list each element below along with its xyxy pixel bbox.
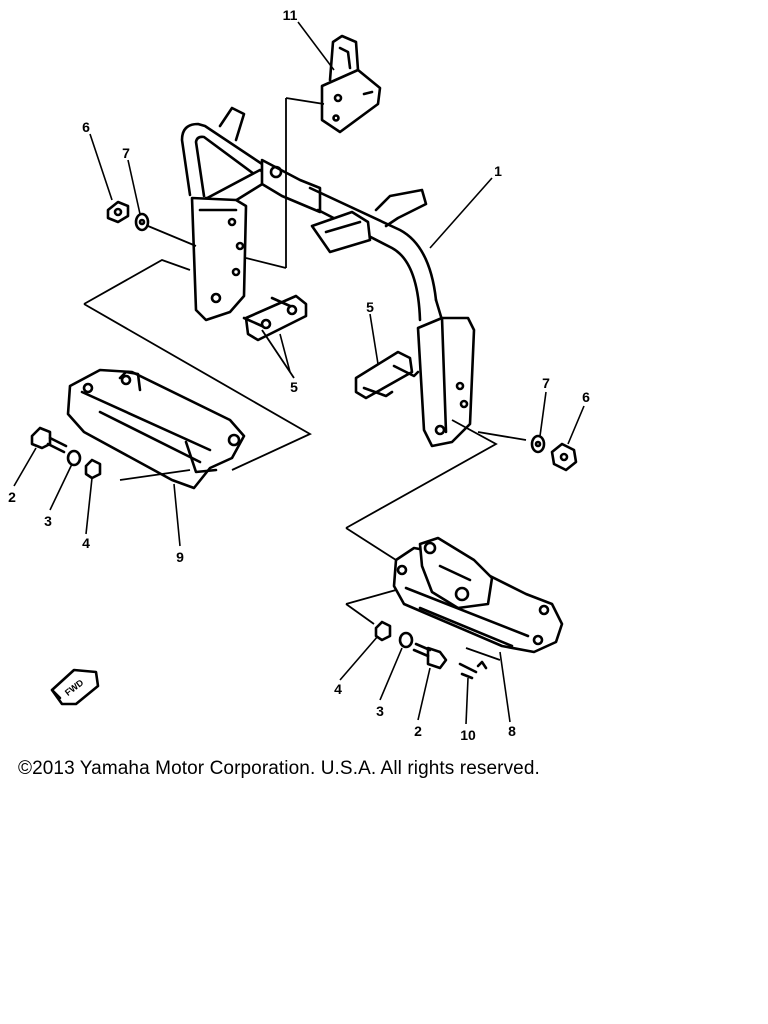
- bolt-2-left: [30, 426, 68, 454]
- callout-11: 11: [283, 7, 298, 23]
- leader-2-right: [417, 667, 431, 721]
- callout-6-left: 6: [82, 119, 90, 135]
- assembly-line-right: [345, 419, 498, 561]
- fwd-arrow-icon: [50, 668, 100, 706]
- leader-3-left: [49, 463, 73, 511]
- callout-5-right: 5: [366, 299, 374, 315]
- leader-7-right: [539, 391, 547, 437]
- main-frame-part: [180, 106, 476, 448]
- leader-5-left: [279, 333, 291, 373]
- callout-3-right: 3: [376, 703, 384, 719]
- callout-4-left: 4: [82, 535, 90, 551]
- leader-7-left: [127, 159, 141, 215]
- leader-3-right: [379, 647, 403, 701]
- leader-10: [465, 677, 469, 725]
- nut-6-right: [550, 442, 578, 472]
- callout-3-left: 3: [44, 513, 52, 529]
- stud-plate-left-part: [242, 294, 308, 342]
- bolt-2-right: [412, 642, 448, 670]
- leader-11: [297, 21, 335, 71]
- assembly-line-top: [285, 97, 325, 268]
- nut-4-left: [84, 458, 102, 480]
- leader-6-right: [567, 405, 585, 445]
- leader-9: [173, 483, 181, 547]
- assembly-line-left: [83, 259, 312, 481]
- leader-1: [429, 177, 493, 249]
- pin-10: [458, 660, 488, 680]
- callout-1: 1: [494, 163, 502, 179]
- callout-10: 10: [460, 727, 476, 743]
- washer-7-left: [134, 212, 150, 232]
- leader-5-right: [369, 313, 379, 365]
- copyright-notice: ©2013 Yamaha Motor Corporation. U.S.A. A…: [18, 758, 540, 779]
- callout-5-left: 5: [290, 379, 298, 395]
- leader-2-left: [13, 447, 37, 487]
- top-bracket-part: [320, 34, 382, 134]
- callout-7-left: 7: [122, 145, 130, 161]
- callout-8: 8: [508, 723, 516, 739]
- callout-6-right: 6: [582, 389, 590, 405]
- assembly-line-right-low: [345, 589, 501, 661]
- nut-4-right: [374, 620, 392, 642]
- callout-4-right: 4: [334, 681, 342, 697]
- callout-2-left: 2: [8, 489, 16, 505]
- exploded-parts-diagram: 1 11 6 7 5 5 7 6 2 3 4 9 4 3 2 10 8 FWD: [8, 7, 590, 743]
- washer-7-right: [530, 434, 546, 454]
- leader-4-left: [85, 477, 93, 535]
- stud-plate-right-part: [354, 350, 420, 400]
- callout-7-right: 7: [542, 375, 550, 391]
- callout-9: 9: [176, 549, 184, 565]
- left-mount-bracket-part: [66, 368, 246, 490]
- leader-6-left: [89, 133, 113, 201]
- callout-2-right: 2: [414, 723, 422, 739]
- assembly-line-washer: [147, 225, 527, 441]
- right-mount-bracket-part: [392, 536, 564, 654]
- nut-6-left: [106, 200, 130, 224]
- washer-3-right: [398, 631, 414, 649]
- leader-4-right: [339, 635, 379, 681]
- washer-3-left: [66, 449, 82, 467]
- leader-8: [499, 651, 511, 723]
